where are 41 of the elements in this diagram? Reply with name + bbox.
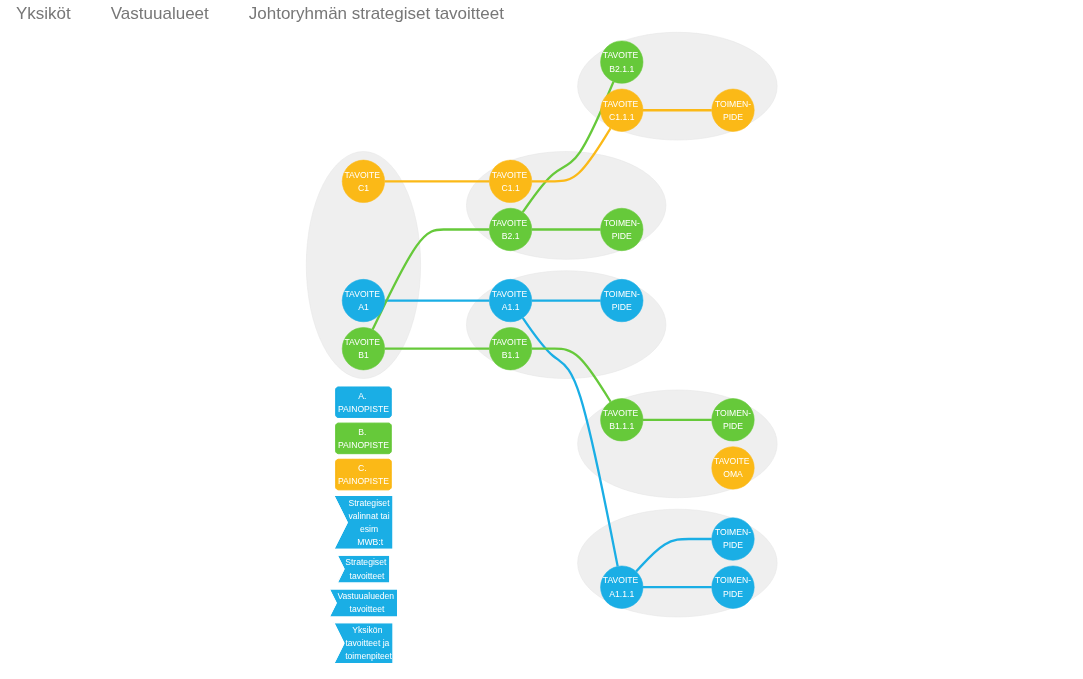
cluster: [465, 151, 666, 260]
node-circle: TAVOITE OMA: [711, 446, 755, 490]
connector: [642, 586, 712, 589]
node-circle: TAVOITE B1.1.1: [600, 398, 644, 442]
connector: [642, 109, 712, 112]
connector: [531, 299, 601, 302]
connector: [531, 228, 601, 231]
connector: [531, 127, 612, 183]
cluster: [577, 508, 778, 618]
node-circle: TAVOITE C1.1: [488, 159, 532, 203]
connector: [384, 347, 490, 350]
node-circle: TOIMEN-PIDE: [600, 279, 644, 323]
node-circle: TOIMEN-PIDE: [711, 88, 755, 132]
node-circle: TAVOITE A1.1.1: [600, 565, 644, 609]
node-circle: TOIMEN-PIDE: [711, 517, 755, 561]
column-heading: Yksiköt: [16, 4, 71, 24]
node-circle: TOIMEN-PIDE: [711, 398, 755, 442]
connector: [531, 347, 612, 403]
column-heading: Vastuualueet: [110, 4, 209, 24]
connector: [642, 418, 712, 421]
node-circle: TAVOITE B2.1.1: [600, 40, 644, 84]
node-circle: TAVOITE A1.1: [488, 279, 532, 323]
connector: [521, 317, 619, 567]
cluster: [577, 32, 778, 141]
node-circle: TOIMEN-PIDE: [600, 208, 644, 251]
connector: [371, 228, 490, 331]
node-circle: TOIMEN-PIDE: [711, 565, 755, 609]
node-circle: TAVOITE B2.1: [488, 208, 532, 251]
node-circle: TAVOITE A1: [341, 279, 385, 323]
cluster: [305, 151, 421, 379]
column-heading: Johtoryhmän strategiset tavoitteet: [248, 4, 504, 24]
connector: [521, 81, 615, 213]
node-circle: TAVOITE B1.1: [488, 327, 532, 371]
cluster: [465, 270, 666, 379]
connector: [384, 299, 490, 302]
cluster: [577, 389, 778, 499]
connector: [384, 180, 490, 183]
node-circle: TAVOITE B1: [341, 327, 385, 371]
node-circle: TAVOITE C1.1.1: [600, 88, 644, 132]
node-circle: TAVOITE C1: [341, 159, 385, 203]
connector: [635, 537, 712, 573]
